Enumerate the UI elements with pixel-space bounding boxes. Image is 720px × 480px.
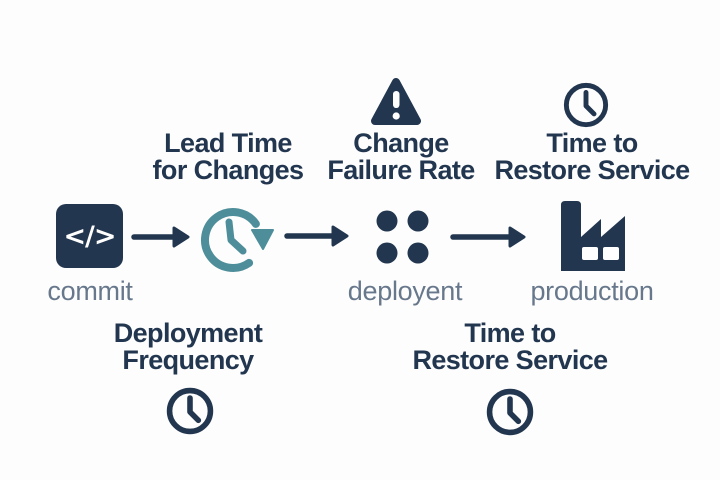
clock-icon-deployment-frequency	[166, 387, 214, 435]
restore-bottom-line1: Time to	[464, 318, 556, 348]
lead-time-line2: for Changes	[152, 155, 305, 185]
history-clock-icon	[201, 208, 274, 272]
factory-icon	[561, 201, 625, 271]
restore-top-line1: Time to	[546, 128, 638, 158]
deployment-frequency-line2: Frequency	[122, 345, 254, 375]
right-arrow-icon-3	[450, 226, 526, 248]
time-to-restore-bottom-label: Time to Restore Service	[412, 318, 608, 375]
time-to-restore-top-label: Time to Restore Service	[494, 128, 690, 185]
lead-time-line1: Lead Time	[164, 128, 292, 158]
clock-icon-restore-top	[563, 82, 609, 128]
lead-time-label: Lead Time for Changes	[152, 128, 305, 185]
four-dots-deployment-icon	[376, 210, 429, 264]
deployment-frequency-label: Deployment Frequency	[114, 320, 263, 374]
change-failure-line1: Change	[353, 128, 449, 158]
production-label: production	[530, 276, 654, 306]
change-failure-line2: Failure Rate	[327, 155, 475, 185]
change-failure-rate-label: Change Failure Rate	[327, 128, 475, 185]
restore-top-line2: Restore Service	[494, 155, 690, 185]
commit-label: commit	[47, 276, 133, 306]
clock-icon-restore-bottom	[486, 388, 534, 436]
warning-triangle-icon	[371, 78, 421, 125]
deployment-label: deployent	[347, 276, 463, 306]
code-brackets-glyph: </>	[63, 220, 116, 252]
code-commit-icon: </>	[56, 204, 123, 268]
right-arrow-icon-1	[131, 226, 190, 248]
deployment-frequency-line1: Deployment	[113, 318, 263, 348]
right-arrow-icon-2	[284, 225, 349, 247]
restore-bottom-line2: Restore Service	[412, 345, 608, 375]
